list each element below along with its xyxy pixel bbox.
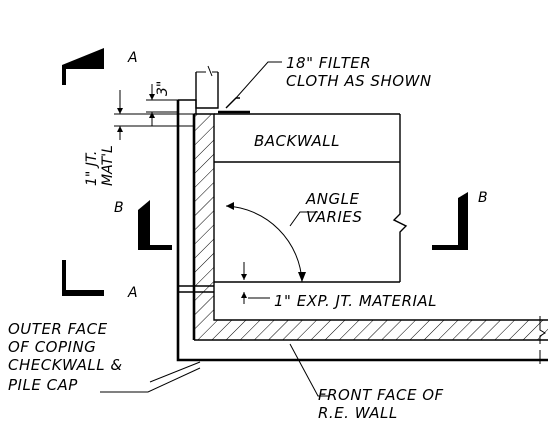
outer-face-line1: OUTER FACE [8, 320, 108, 338]
dim-3in-label: 3" [155, 81, 171, 96]
break-mark-right [539, 316, 546, 364]
front-face-line2: R.E. WALL [318, 404, 398, 422]
leader-front-face [289, 343, 330, 397]
dim-1in-jt: 1" JT. MAT'L [84, 90, 194, 186]
section-mark-b-left: B [114, 200, 172, 250]
backwall [214, 113, 408, 283]
angle-label-line2: VARIES [306, 208, 362, 226]
hatched-joint [194, 113, 548, 341]
leader-outer-face [149, 361, 201, 383]
backwall-label: BACKWALL [254, 132, 340, 150]
outer-face-line2: OF COPING [8, 338, 96, 356]
angle-arc [225, 202, 318, 283]
section-mark-b-right-label: B [478, 190, 488, 206]
section-mark-a-bottom-label: A [127, 285, 138, 301]
leader-outer-face-2 [100, 367, 201, 393]
section-mark-b-left-label: B [114, 200, 124, 216]
dim-3in: 3" [146, 81, 178, 126]
outer-face-line4: PILE CAP [8, 376, 78, 394]
section-mark-b-right: B [432, 190, 488, 250]
outer-face-line [176, 100, 548, 362]
exp-jt-bottom [178, 262, 270, 304]
filter-cloth [218, 97, 250, 114]
outer-face-line3: CHECKWALL & [8, 356, 123, 374]
filter-cloth-line1: 18" FILTER [286, 54, 371, 72]
front-face-line1: FRONT FACE OF [318, 386, 444, 404]
exp-jt-label: 1" EXP. JT. MATERIAL [274, 292, 437, 310]
section-mark-a-bottom: A [62, 260, 138, 301]
leader-filter-cloth [235, 61, 282, 99]
dim-jt-line2: MAT'L [100, 145, 116, 186]
filter-cloth-line2: CLOTH AS SHOWN [286, 72, 432, 90]
dim-jt-line1: 1" JT. [84, 151, 100, 186]
section-mark-a-top: A [62, 48, 138, 85]
section-mark-a-top-label: A [127, 50, 138, 66]
angle-label-line1: ANGLE [305, 190, 359, 208]
coping-top [178, 65, 219, 114]
